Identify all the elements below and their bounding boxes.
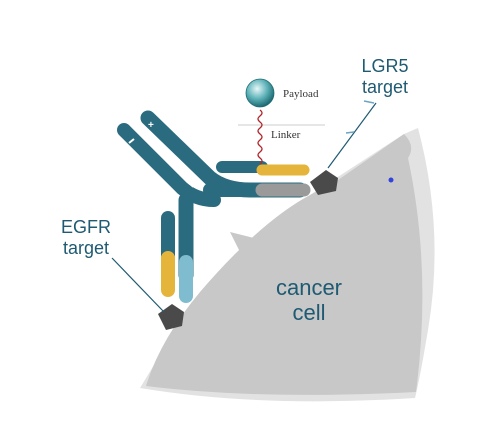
lgr5-label-line1: LGR5 (361, 56, 408, 76)
egfr-pointer (111, 257, 165, 313)
egfr-receptor (158, 304, 184, 330)
cell-body (146, 134, 423, 395)
hinge-mark-2 (190, 179, 197, 186)
plus-mark: + (148, 120, 154, 131)
antibody: + (117, 110, 311, 303)
minus-mark (128, 138, 135, 144)
egfr-label-line2: target (63, 238, 109, 258)
cell-surface-notch (230, 232, 262, 256)
linker-label: Linker (271, 129, 301, 141)
cell-label-line1: cancer (276, 275, 342, 300)
lgr5-label-line2: target (362, 77, 408, 97)
payload-label: Payload (283, 88, 319, 100)
lgr5-receptor (310, 170, 338, 195)
lgr5-label: LGR5 target (361, 56, 408, 97)
hinge-mark-1 (187, 181, 194, 188)
cell-label-line2: cell (292, 300, 325, 325)
drug-conjugate: Payload Linker (238, 78, 325, 165)
payload-sphere (245, 78, 275, 108)
egfr-label: EGFR target (61, 217, 111, 258)
lgr5-pointer (327, 100, 377, 169)
egfr-label-line1: EGFR (61, 217, 111, 237)
linker-chain (257, 109, 263, 165)
cancer-cell: cancer cell (140, 128, 435, 402)
cell-dot (388, 177, 394, 183)
upper-light-arm (117, 123, 221, 207)
